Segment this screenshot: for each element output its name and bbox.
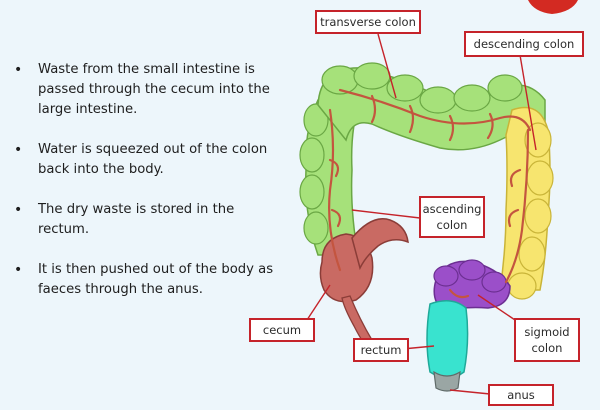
label-text: sigmoid <box>524 324 569 340</box>
label-cecum: cecum <box>249 318 315 342</box>
label-text: rectum <box>361 342 402 358</box>
label-descending-colon: descending colon <box>464 31 584 57</box>
label-text: anus <box>507 387 535 403</box>
label-rectum: rectum <box>353 338 409 362</box>
label-text: ascending <box>423 201 482 217</box>
corner-decoration <box>528 0 578 14</box>
label-sigmoid-colon: sigmoid colon <box>514 318 580 362</box>
label-text: transverse colon <box>320 14 416 30</box>
label-text: cecum <box>263 322 301 338</box>
label-ascending-colon: ascending colon <box>419 196 485 238</box>
label-anus: anus <box>488 384 554 406</box>
label-transverse-colon: transverse colon <box>315 10 421 34</box>
label-text: descending colon <box>474 36 575 52</box>
rectum <box>427 301 468 378</box>
small-intestine-end <box>352 219 408 268</box>
label-text: colon <box>437 217 468 233</box>
label-text: colon <box>532 340 563 356</box>
